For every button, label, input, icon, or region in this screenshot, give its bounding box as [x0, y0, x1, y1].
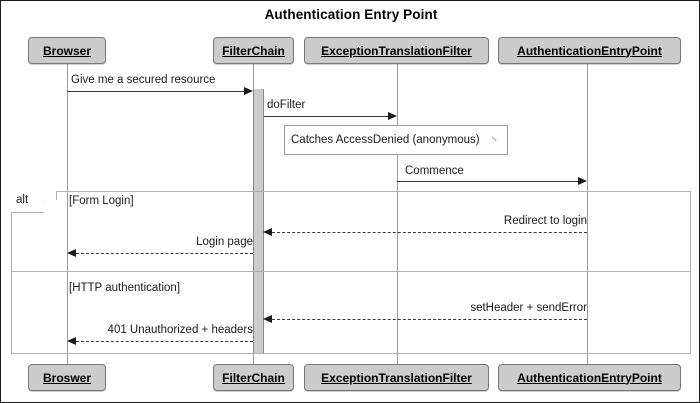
message-label-setheader-senderror: setHeader + sendError [470, 302, 587, 314]
arrowhead-left-icon [263, 227, 272, 236]
alt-guard-http-authentication: [HTTP authentication] [69, 282, 181, 294]
alt-guard-form-login: [Form Login] [69, 195, 134, 207]
alt-operator-box: alt [11, 191, 57, 213]
participant-bottom-browser[interactable]: Broswer [28, 364, 106, 391]
message-label-redirect-to-login: Redirect to login [503, 215, 587, 227]
message-label-dofilter: doFilter [267, 99, 306, 111]
arrowhead-left-icon [67, 336, 76, 345]
participant-top-exceptiontranslationfilter[interactable]: ExceptionTranslationFilter [304, 37, 489, 64]
note-fold-icon [492, 125, 508, 141]
participant-top-filterchain[interactable]: FilterChain [213, 37, 294, 64]
participant-bottom-filterchain[interactable]: FilterChain [213, 364, 294, 391]
lifeline-exceptiontranslationfilter [397, 64, 398, 364]
message-line-6 [272, 319, 587, 320]
arrowhead-right-icon [244, 86, 253, 95]
participant-label: ExceptionTranslationFilter [321, 370, 472, 385]
participant-bottom-exceptiontranslationfilter[interactable]: ExceptionTranslationFilter [304, 364, 489, 391]
participant-label: ExceptionTranslationFilter [321, 43, 472, 58]
arrowhead-left-icon [67, 248, 76, 257]
lifeline-browser [67, 64, 68, 364]
alt-fragment-divider [11, 271, 691, 272]
message-line-2 [264, 116, 388, 117]
message-line-5 [76, 253, 253, 254]
alt-operator-label: alt [16, 194, 29, 206]
message-line-7 [76, 341, 253, 342]
message-label-login-page: Login page [196, 236, 253, 248]
message-label-401-unauthorized-headers: 401 Unauthorized + headers [107, 324, 253, 336]
note-text: Catches AccessDenied (anonymous) [291, 134, 480, 146]
arrowhead-left-icon [263, 314, 272, 323]
participant-label: FilterChain [222, 370, 285, 385]
participant-top-browser[interactable]: Browser [28, 37, 106, 64]
lifeline-authenticationentrypoint [587, 64, 588, 364]
participant-top-authenticationentrypoint[interactable]: AuthenticationEntryPoint [498, 37, 681, 64]
participant-label: AuthenticationEntryPoint [517, 43, 662, 58]
note-catches-accessdenied: Catches AccessDenied (anonymous) [284, 125, 508, 155]
participant-label: AuthenticationEntryPoint [517, 370, 662, 385]
arrowhead-right-icon [578, 176, 587, 185]
message-label-give-me-a-secured-resource: Give me a secured resource [71, 74, 216, 86]
participant-label: Broswer [42, 370, 92, 385]
alt-operator-clip-icon [44, 200, 57, 213]
message-line-3 [397, 181, 578, 182]
message-line-1 [67, 91, 245, 92]
participant-label: Browser [42, 43, 92, 58]
activation-bar-filterchain [253, 89, 264, 354]
page-title: Authentication Entry Point [264, 7, 438, 22]
alt-fragment [11, 191, 691, 354]
arrowhead-right-icon [388, 111, 397, 120]
message-line-4 [272, 232, 587, 233]
message-label-commence: Commence [405, 165, 464, 177]
participant-bottom-authenticationentrypoint[interactable]: AuthenticationEntryPoint [498, 364, 681, 391]
participant-label: FilterChain [222, 43, 285, 58]
